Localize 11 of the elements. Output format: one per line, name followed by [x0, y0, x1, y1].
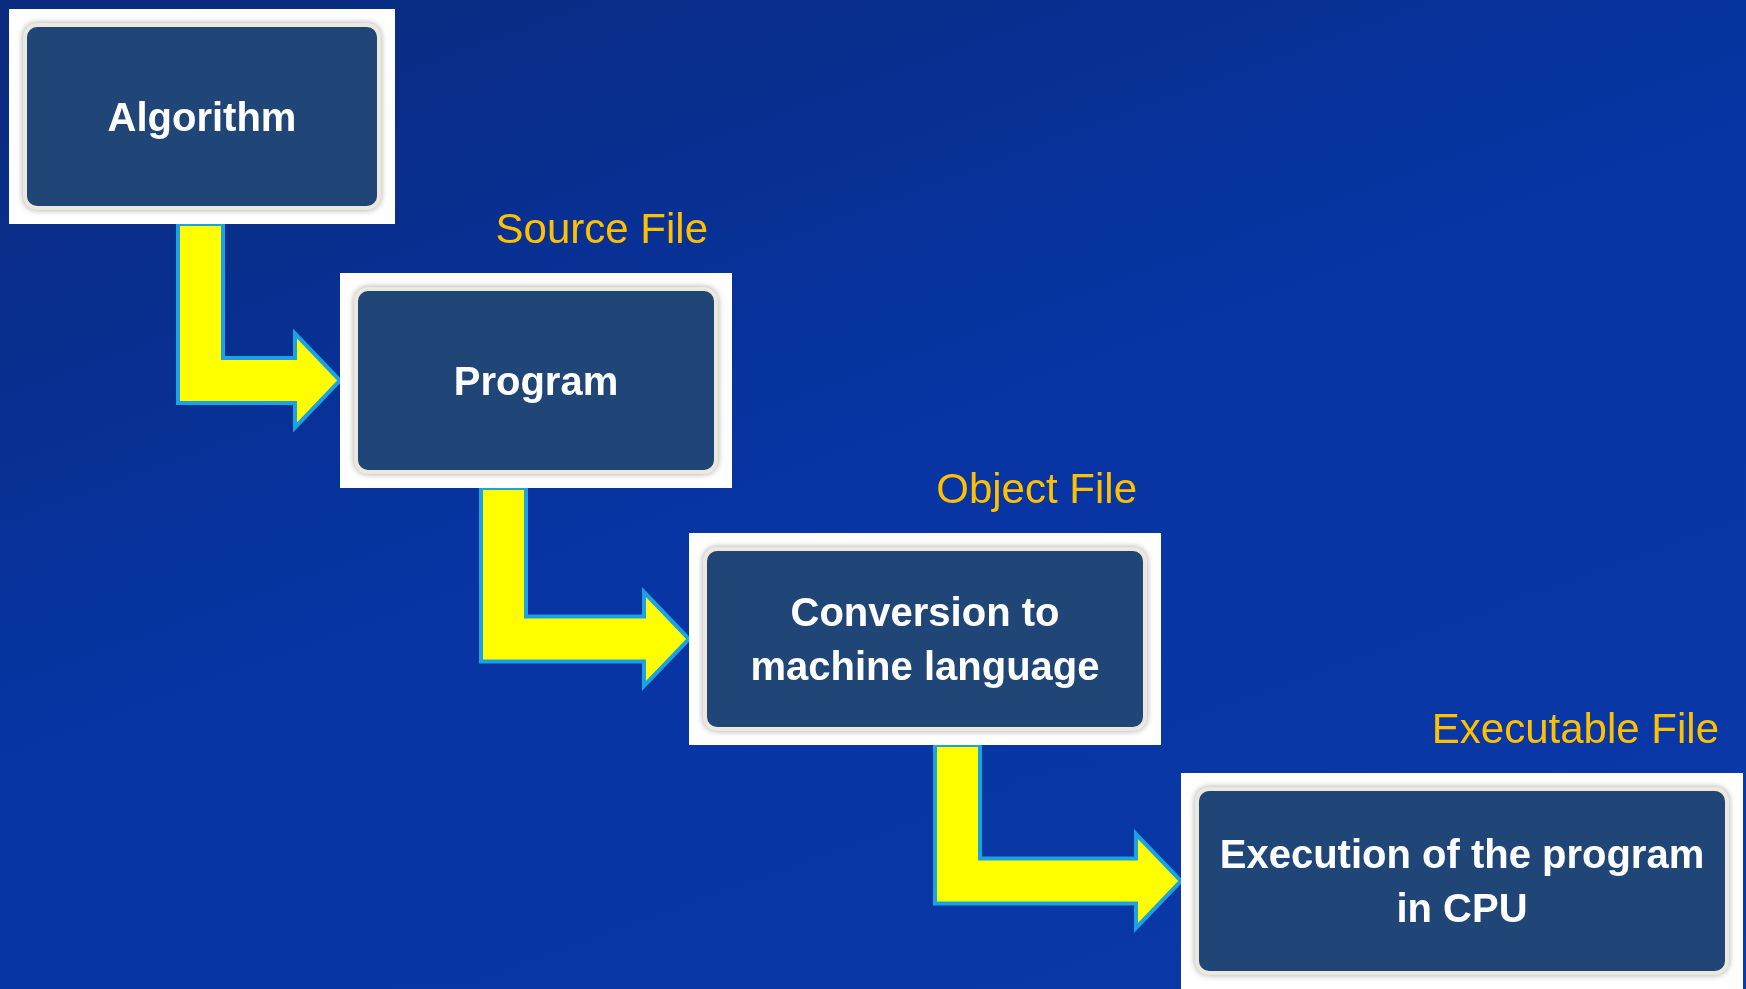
- file-type-label: Object File: [936, 465, 1137, 513]
- process-label: Program: [354, 287, 718, 474]
- process-label: Execution of the program in CPU: [1195, 787, 1729, 975]
- process-label: Conversion to machine language: [703, 547, 1147, 731]
- process-box: [9, 9, 395, 224]
- process-label: Algorithm: [23, 23, 381, 210]
- file-type-label: Source File: [495, 205, 708, 253]
- file-type-label: Executable File: [1431, 705, 1719, 753]
- arrow: [176, 222, 343, 433]
- arrow: [479, 486, 692, 691]
- arrow: [933, 743, 1184, 933]
